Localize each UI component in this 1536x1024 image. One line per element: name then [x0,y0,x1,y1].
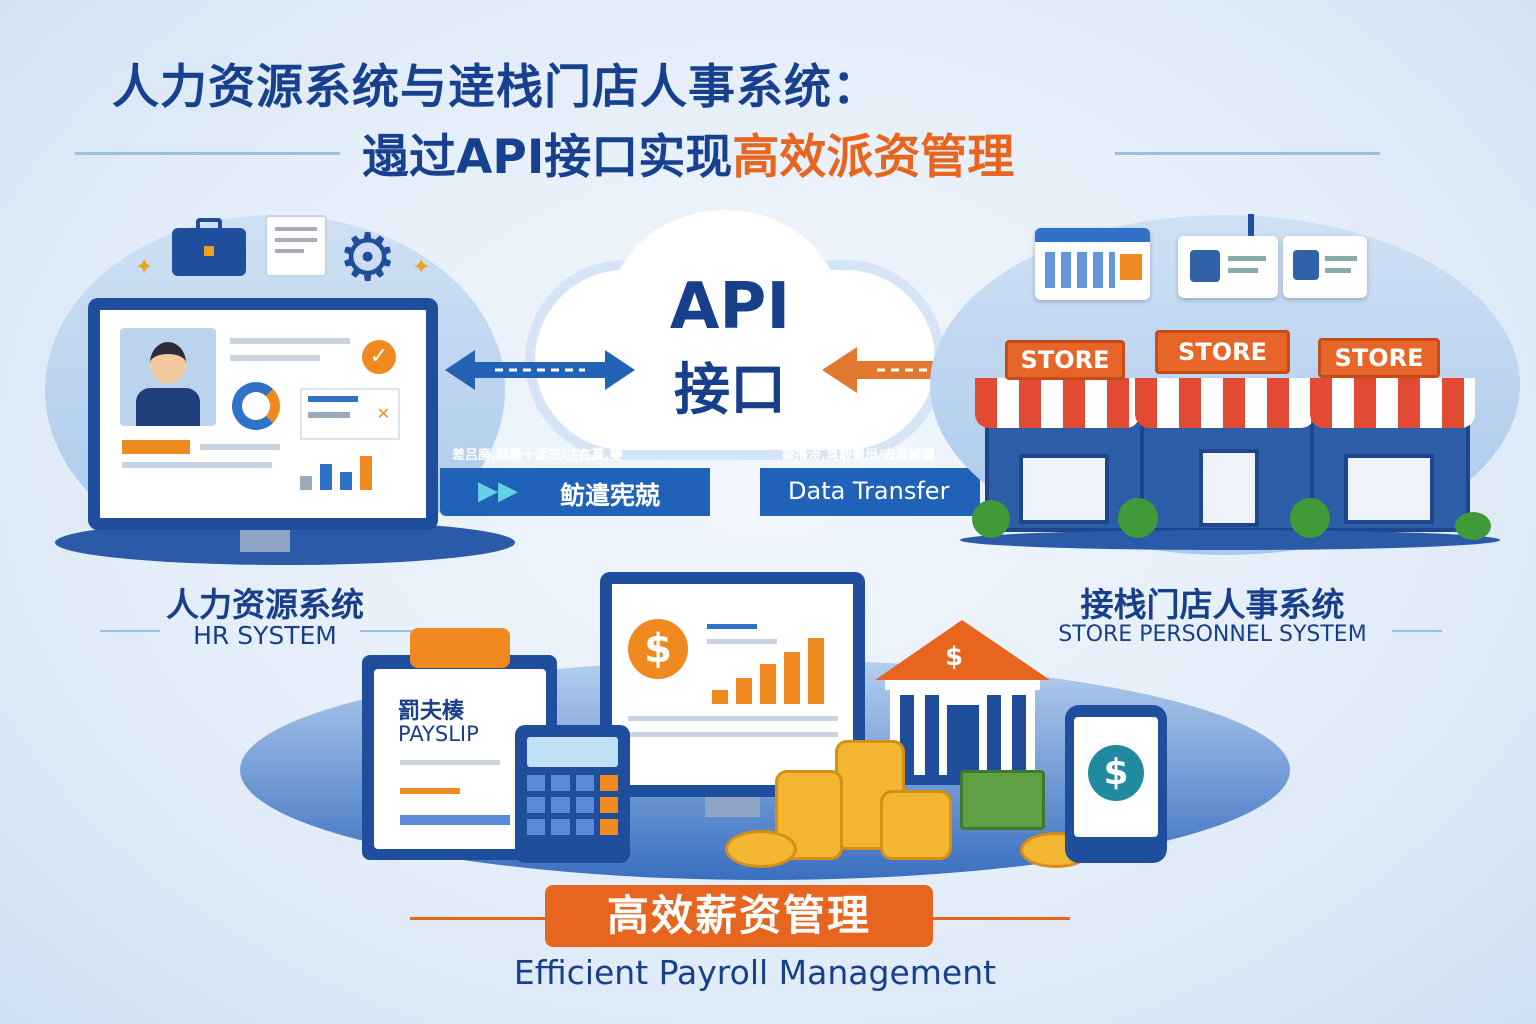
api-interface-label: 接口 [674,358,786,423]
inbound-arrow-icon [822,347,967,393]
store-sign: STORE [1155,330,1290,374]
title-divider-right [1115,152,1380,155]
donut-chart-icon [232,382,280,430]
hr-monitor: ✓ ✕ [88,298,438,530]
id-card-icon [1178,236,1278,298]
api-label: API [669,270,791,344]
divider [930,917,1070,920]
divider [100,630,160,632]
monitor-stand [240,530,290,552]
payslip-title-cn: 罰夫楱 [398,699,465,724]
bidirectional-arrow-icon [445,350,635,390]
store-awnings [975,378,1475,428]
store-system-label-cn: 接栈门店人事系统 [1080,585,1345,624]
coin-stack-icon [880,790,952,860]
bush-icon [1455,512,1491,540]
badge-clip-icon [1248,214,1254,238]
title-line-2-highlight: 高效派资管理 [732,130,1015,185]
store-sign: STORE [1318,338,1440,378]
transfer-banner-left: ▶▶ 鲂遣宪兢 [440,468,710,516]
bush-icon [972,500,1010,538]
document-icon [265,215,327,277]
store-sign: STORE [1005,340,1125,380]
store-base [960,530,1500,550]
calendar-icon [1035,228,1150,300]
phone-dollar-icon: $ [1088,745,1144,801]
store-building [1140,420,1315,532]
bar-chart-icon [300,450,400,490]
sparkle-icon: ✦ [412,255,431,280]
title-divider-left [75,152,340,155]
payroll-subtitle: Efficient Payroll Management [513,953,997,992]
store-building [1310,420,1470,532]
id-card-icon [1283,236,1367,298]
hr-system-label-en: HR SYSTEM [193,621,337,650]
briefcase-icon [172,218,246,276]
title-line-1: 人力资源系统与逹栈门店人事系统： [112,60,880,115]
transfer-caption-left: 差吕廉,颟瞧十莲笼/注在蒷,虁 [452,448,623,463]
phone-icon: $ [1065,705,1167,863]
fast-forward-icon: ▶▶ [478,476,518,506]
hr-system-label-cn: 人力资源系统 [166,585,364,624]
cash-stack-icon [960,770,1045,830]
transfer-label-cn: 鲂遣宪兢 [560,481,661,510]
title-line-2-prefix: 遢过API接口实现 [362,130,733,185]
transfer-label-en: Data Transfer [788,477,950,505]
divider [360,630,415,632]
payroll-banner: 高效薪资管理 [545,885,933,947]
growth-chart-icon [712,634,842,704]
divider [1392,630,1442,632]
title-line-2: 遢过API接口实现高效派资管理 [362,118,1014,187]
form-panel: ✕ [300,388,400,440]
bank-icon [875,620,1050,785]
gear-icon: ⚙ [338,219,398,296]
calculator-icon [515,725,630,863]
transfer-caption-right: 鎟撸涝,臭觳圕卅/去蒫鯹儷 [782,448,935,463]
x-icon: ✕ [376,404,390,423]
api-cloud-top [610,210,840,410]
bank-dollar-sign: $ [945,642,964,672]
payslip-title-en: PAYSLIP [398,722,479,746]
sparkle-icon: ✦ [135,255,154,280]
divider [410,917,550,920]
monitor-stand [705,797,760,817]
clipboard-clip-icon [410,628,510,668]
transfer-banner-right: Data Transfer [760,468,980,516]
payroll-monitor: $ [600,572,865,797]
employee-avatar [120,328,216,426]
coin-icon [725,830,797,868]
bush-icon [1118,498,1158,538]
bush-icon [1290,498,1330,538]
dollar-icon: $ [628,619,688,679]
store-system-label-en: STORE PERSONNEL SYSTEM [1058,622,1367,647]
check-icon: ✓ [362,340,396,374]
